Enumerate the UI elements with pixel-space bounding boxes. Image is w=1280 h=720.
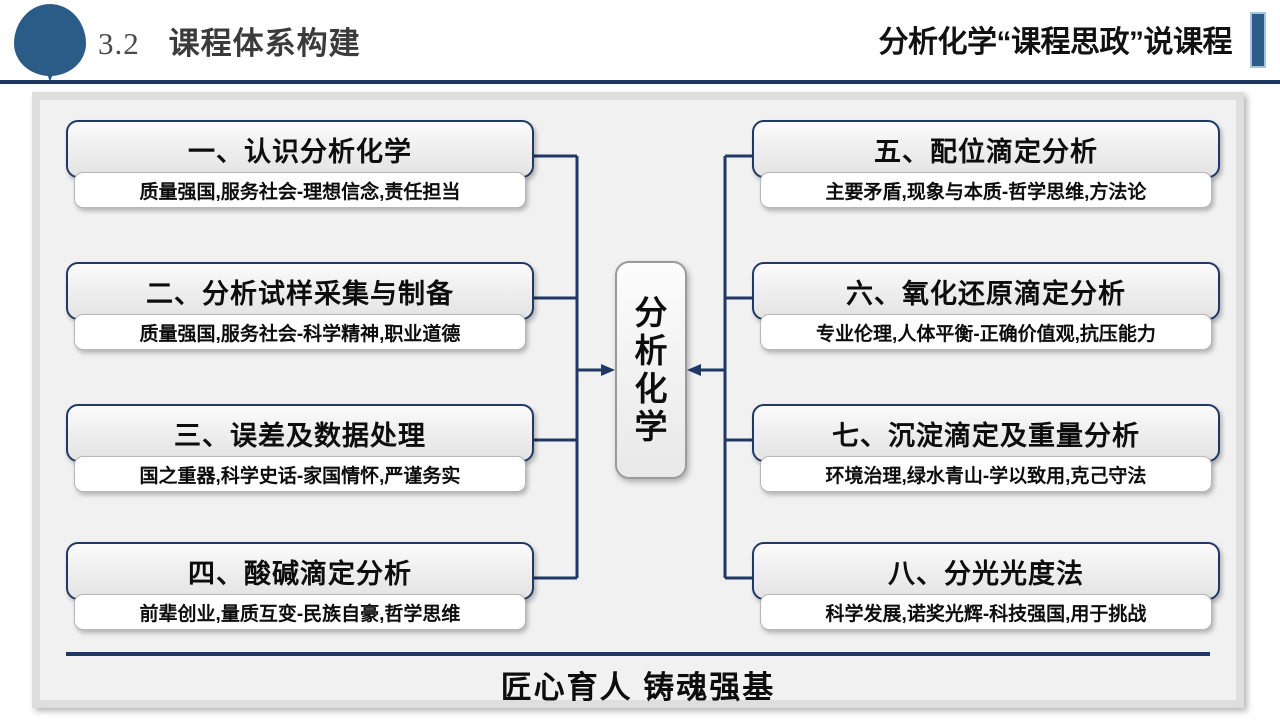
footer-divider xyxy=(66,652,1210,656)
module-subtitle-4: 前辈创业,量质互变-民族自豪,哲学思维 xyxy=(74,594,526,630)
module-title-text: 五、配位滴定分析 xyxy=(874,136,1098,167)
section-number: 3.2 xyxy=(98,26,140,61)
module-subtitle-7: 环境治理,绿水青山-学以致用,克己守法 xyxy=(760,456,1212,492)
module-subtitle-text: 前辈创业,量质互变-民族自豪,哲学思维 xyxy=(139,603,461,625)
center-char-3: 化 xyxy=(634,370,668,407)
module-subtitle-text: 科学发展,诺奖光辉-科技强国,用于挑战 xyxy=(825,603,1147,625)
section-title: 课程体系构建 xyxy=(168,26,361,61)
module-card-2[interactable]: 二、分析试样采集与制备 质量强国,服务社会-科学精神,职业道德 xyxy=(66,262,534,350)
module-title-text: 八、分光光度法 xyxy=(888,558,1084,589)
center-node[interactable]: 分 析 化 学 xyxy=(615,261,687,479)
module-subtitle-text: 主要矛盾,现象与本质-哲学思维,方法论 xyxy=(825,181,1147,203)
module-card-4[interactable]: 四、酸碱滴定分析 前辈创业,量质互变-民族自豪,哲学思维 xyxy=(66,542,534,630)
module-title-3[interactable]: 三、误差及数据处理 xyxy=(66,404,534,462)
page-title: 3.2 课程体系构建 xyxy=(98,18,361,63)
module-subtitle-2: 质量强国,服务社会-科学精神,职业道德 xyxy=(74,314,526,350)
module-title-7[interactable]: 七、沉淀滴定及重量分析 xyxy=(752,404,1220,462)
module-card-1[interactable]: 一、认识分析化学 质量强国,服务社会-理想信念,责任担当 xyxy=(66,120,534,208)
module-title-6[interactable]: 六、氧化还原滴定分析 xyxy=(752,262,1220,320)
module-subtitle-text: 质量强国,服务社会-理想信念,责任担当 xyxy=(139,181,461,203)
module-title-8[interactable]: 八、分光光度法 xyxy=(752,542,1220,600)
module-card-3[interactable]: 三、误差及数据处理 国之重器,科学史话-家国情怀,严谨务实 xyxy=(66,404,534,492)
module-title-text: 七、沉淀滴定及重量分析 xyxy=(832,420,1140,451)
center-char-1: 分 xyxy=(634,294,668,332)
module-card-8[interactable]: 八、分光光度法 科学发展,诺奖光辉-科技强国,用于挑战 xyxy=(752,542,1220,630)
module-title-1[interactable]: 一、认识分析化学 xyxy=(66,120,534,178)
module-subtitle-5: 主要矛盾,现象与本质-哲学思维,方法论 xyxy=(760,172,1212,208)
module-subtitle-3: 国之重器,科学史话-家国情怀,严谨务实 xyxy=(74,456,526,492)
slide-header: 3.2 课程体系构建 分析化学“课程思政”说课程 xyxy=(0,0,1280,84)
module-title-text: 六、氧化还原滴定分析 xyxy=(846,278,1126,309)
module-card-5[interactable]: 五、配位滴定分析 主要矛盾,现象与本质-哲学思维,方法论 xyxy=(752,120,1220,208)
module-title-text: 四、酸碱滴定分析 xyxy=(188,558,412,589)
course-title: 分析化学“课程思政”说课程 xyxy=(878,26,1233,59)
module-title-text: 二、分析试样采集与制备 xyxy=(146,278,454,309)
module-card-6[interactable]: 六、氧化还原滴定分析 专业伦理,人体平衡-正确价值观,抗压能力 xyxy=(752,262,1220,350)
header-accent-bar xyxy=(1250,12,1266,68)
map-pin-icon xyxy=(14,4,86,82)
module-subtitle-text: 国之重器,科学史话-家国情怀,严谨务实 xyxy=(139,465,461,487)
module-title-2[interactable]: 二、分析试样采集与制备 xyxy=(66,262,534,320)
module-subtitle-1: 质量强国,服务社会-理想信念,责任担当 xyxy=(74,172,526,208)
module-title-text: 三、误差及数据处理 xyxy=(174,420,426,451)
module-subtitle-6: 专业伦理,人体平衡-正确价值观,抗压能力 xyxy=(760,314,1212,350)
module-title-text: 一、认识分析化学 xyxy=(188,136,412,167)
module-subtitle-text: 环境治理,绿水青山-学以致用,克己守法 xyxy=(825,465,1147,487)
module-subtitle-text: 质量强国,服务社会-科学精神,职业道德 xyxy=(139,323,461,345)
header-divider xyxy=(0,80,1280,84)
center-char-2: 析 xyxy=(634,332,668,370)
center-char-4: 学 xyxy=(634,407,668,445)
module-title-5[interactable]: 五、配位滴定分析 xyxy=(752,120,1220,178)
module-subtitle-text: 专业伦理,人体平衡-正确价值观,抗压能力 xyxy=(816,323,1156,345)
module-card-7[interactable]: 七、沉淀滴定及重量分析 环境治理,绿水青山-学以致用,克己守法 xyxy=(752,404,1220,492)
diagram-frame: 一、认识分析化学 质量强国,服务社会-理想信念,责任担当 二、分析试样采集与制备… xyxy=(32,92,1244,708)
diagram-canvas: 一、认识分析化学 质量强国,服务社会-理想信念,责任担当 二、分析试样采集与制备… xyxy=(40,100,1236,705)
module-title-4[interactable]: 四、酸碱滴定分析 xyxy=(66,542,534,600)
footer-slogan: 匠心育人 铸魂强基 xyxy=(500,670,776,705)
module-subtitle-8: 科学发展,诺奖光辉-科技强国,用于挑战 xyxy=(760,594,1212,630)
